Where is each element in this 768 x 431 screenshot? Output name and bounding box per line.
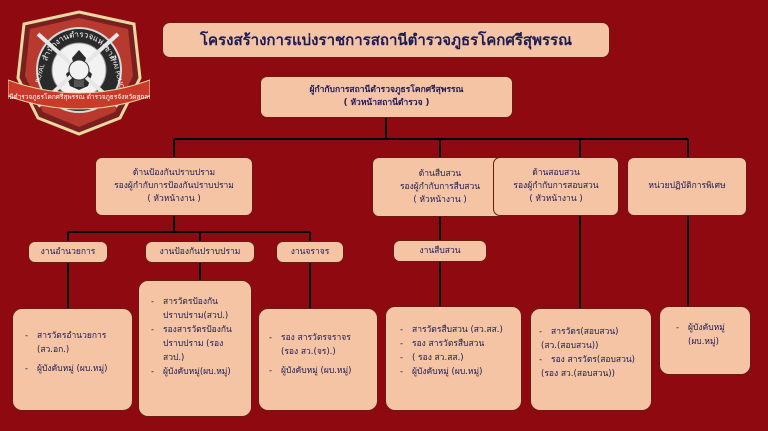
list-item: -ผู้บังคับหมู่(ผบ.หมู่) [151, 367, 231, 377]
section-investigation-label: งานสืบสวน [419, 245, 461, 256]
special-ops-name: หน่วยปฏิบัติการพิเศษ [648, 181, 726, 191]
list-item: (สว.(สอบสวน)) [541, 341, 599, 351]
station-chief-box: ผู้กำกับการสถานีตำรวจภูธรโคกศรีสุพรรณ ( … [260, 76, 513, 118]
station-chief-title: ผู้กำกับการสถานีตำรวจภูธรโคกศรีสุพรรณ [309, 85, 464, 95]
special-ops-staff-list: -ผู้บังคับหมู่ (ผบ.หมู่) [659, 306, 751, 375]
admin-staff-list: -สารวัตรอำนวยการ (สว.อก.) -ผู้บังคับหมู่… [12, 308, 133, 411]
list-item: -สารวัตรสืบสวน (สว.สส.) [400, 325, 503, 335]
list-item: (รอง สว.(จร).) [281, 347, 336, 357]
section-traffic-box: งานจราจร [276, 241, 344, 263]
division-investigation-name: ด้านสืบสวน [418, 168, 462, 179]
logo-ring-left-text: ROYAL [35, 63, 47, 84]
division-inquiry-role: ( หัวหน้างาน ) [529, 194, 583, 204]
section-admin-box: งานอำนวยการ [28, 241, 108, 263]
list-item: -รอง สารวัตร(สอบสวน) [539, 355, 635, 365]
list-item: -สารวัตร(สอบสวน) [539, 327, 619, 337]
chart-title: โครงสร้างการแบ่งราชการสถานีตำรวจภูธรโคกศ… [162, 22, 610, 58]
list-item: -ผู้บังคับหมู่ (ผบ.หมู่) [25, 364, 108, 374]
list-item: -ผู้บังคับหมู่ (ผบ.หมู่) [269, 366, 352, 376]
division-prevention-role: ( หัวหน้างาน ) [147, 194, 201, 204]
division-prevention-name: ด้านป้องกันปราบปราม [132, 168, 216, 178]
division-inquiry-deputy: รองผู้กำกับการสอบสวน [513, 181, 599, 191]
section-traffic-label: งานจราจร [290, 246, 330, 257]
section-admin-label: งานอำนวยการ [40, 246, 96, 257]
station-chief-role: ( หัวหน้าสถานีตำรวจ ) [343, 98, 430, 108]
section-prevention-label: งานป้องกันปราบปราม [159, 246, 241, 257]
section-prevention-box: งานป้องกันปราบปราม [145, 241, 255, 263]
list-item: -สารวัตรอำนวยการ [25, 331, 107, 341]
division-prevention-box: ด้านป้องกันปราบปราม รองผู้กำกับการป้องกั… [95, 157, 253, 216]
list-item: (รอง สว.(สอบสวน)) [541, 369, 615, 379]
list-item: (สว.อก.) [37, 345, 70, 355]
division-investigation-deputy: รองผู้กำกับการสืบสวน [399, 181, 481, 192]
logo-banner-text: สถานีตำรวจภูธรโคกศรีสุพรรณ ตำรวจภูธรจังห… [8, 93, 150, 101]
list-item: -ผู้บังคับหมู่ [676, 323, 725, 333]
list-item: ปราบปราม(สวป.) [163, 311, 229, 321]
division-inquiry-box: ด้านสอบสวน รองผู้กำกับการสอบสวน ( หัวหน้… [493, 157, 619, 216]
prevention-staff-list: -สารวัตรป้องกัน ปราบปราม(สวป.) -รองสารวั… [138, 280, 252, 417]
division-prevention-deputy: รองผู้กำกับการป้องกันปราบปราม [114, 181, 234, 191]
list-item: ปราบปราม (รอง [163, 339, 224, 349]
division-inquiry-name: ด้านสอบสวน [532, 168, 580, 178]
list-item: -ผู้บังคับหมู่ (ผบ.หมู่) [400, 367, 483, 377]
special-ops-box: หน่วยปฏิบัติการพิเศษ [627, 157, 747, 216]
section-investigation-box: งานสืบสวน [393, 240, 487, 262]
division-investigation-box: ด้านสืบสวน รองผู้กำกับการสืบสวน ( หัวหน้… [372, 157, 508, 217]
traffic-staff-list: -รอง สารวัตรจราจร (รอง สว.(จร).) -ผู้บัง… [258, 308, 378, 411]
list-item: -สารวัตรป้องกัน [151, 297, 218, 307]
inquiry-staff-list: -สารวัตร(สอบสวน) (สว.(สอบสวน)) -รอง สารว… [530, 308, 652, 411]
list-item: -รอง สารวัตรจราจร [269, 333, 351, 343]
list-item: -รองสารวัตรป้องกัน [151, 325, 232, 335]
royal-thai-police-logo: สำนักงานตำรวจแห่งชาติ ROYAL THAI POLICE … [8, 10, 150, 136]
list-item: -รอง สารวัตรสืบสวน [400, 339, 485, 349]
investigation-staff-list: -สารวัตรสืบสวน (สว.สส.) -รอง สารวัตรสืบส… [385, 306, 522, 411]
list-item: สวป.) [163, 353, 185, 363]
division-investigation-role: ( หัวหน้างาน ) [413, 194, 467, 205]
list-item: -( รอง สว.สส.) [400, 353, 464, 363]
list-item: (ผบ.หมู่) [688, 337, 719, 347]
